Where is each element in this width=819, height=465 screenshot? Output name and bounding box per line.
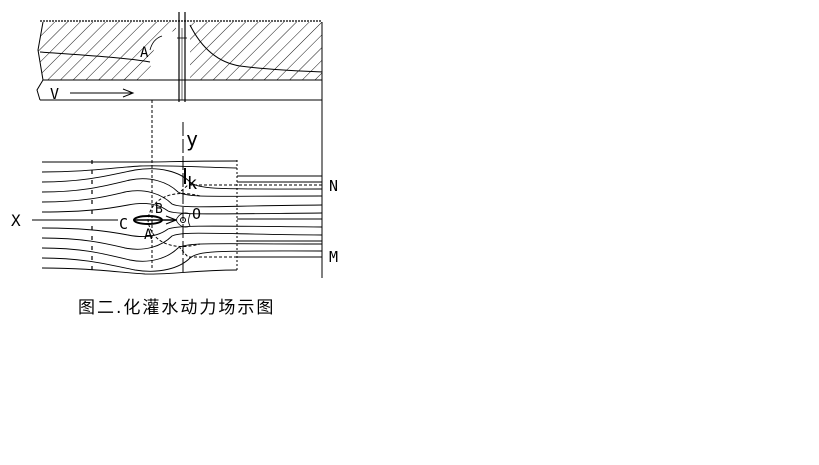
label-n: N: [329, 177, 338, 195]
label-x: X: [11, 211, 21, 230]
point-o: [180, 217, 186, 223]
label-b: B: [155, 202, 163, 217]
label-y: y: [186, 127, 198, 151]
strata-outline: [37, 21, 44, 81]
injection-point: [133, 168, 191, 228]
label-a-top: A: [140, 45, 149, 61]
figure-caption: 图二.化灌水动力场示图: [78, 298, 276, 318]
label-m: M: [329, 248, 338, 266]
strata-boundary-left: [39, 51, 151, 63]
label-c: C: [119, 215, 128, 233]
label-a-bottom: A: [144, 227, 153, 243]
grout-channel: [150, 30, 178, 80]
strata-boundary-right: [189, 24, 323, 73]
cross-section: V A: [36, 12, 323, 103]
m-boundary: [179, 247, 322, 258]
n-boundary: [179, 184, 322, 193]
label-o: O: [192, 205, 201, 223]
label-k: k: [187, 174, 197, 194]
streamlines: [41, 160, 323, 275]
label-v: V: [50, 85, 59, 103]
